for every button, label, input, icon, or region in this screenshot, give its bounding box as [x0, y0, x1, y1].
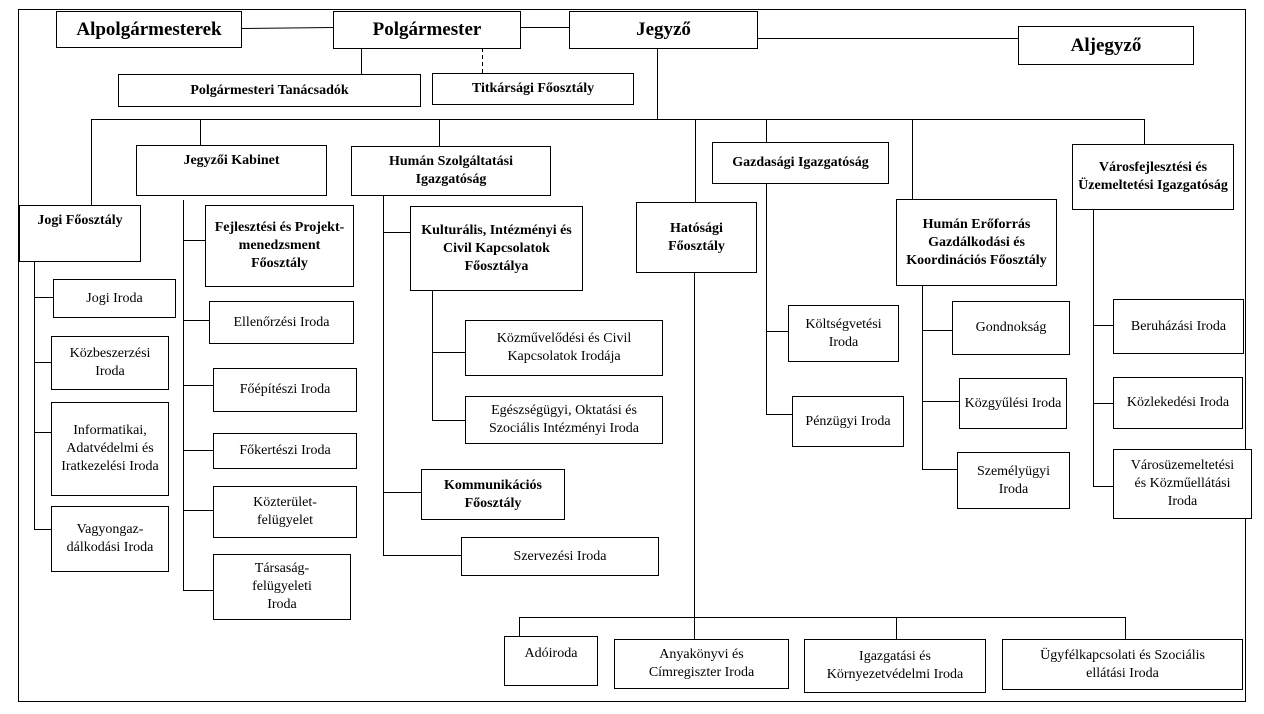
kozterulet-felugyelet-box: Közterület-felügyelet	[213, 486, 357, 538]
jegyzo-box: Jegyző	[569, 11, 758, 49]
gazdasagi-igazgatosag-box: Gazdasági Igazgatóság	[712, 142, 889, 184]
kozlekedesi-iroda-box: Közlekedési Iroda	[1113, 377, 1243, 429]
gondnoksag-box: Gondnokság	[952, 301, 1070, 355]
beruhazasi-iroda-box: Beruházási Iroda	[1113, 299, 1244, 354]
ellenorzesi-iroda-box: Ellenőrzési Iroda	[209, 301, 354, 344]
vagyongazdalkodasi-iroda-box: Vagyongaz-dálkodási Iroda	[51, 506, 169, 572]
hatosagi-foosztaly-box: Hatósági Főosztály	[636, 202, 757, 273]
szervezesi-iroda-box: Szervezési Iroda	[461, 537, 659, 576]
ugyfelkapcsolati-iroda-box: Ügyfélkapcsolati és Szociális ellátási I…	[1002, 639, 1243, 690]
aljegyzo-box: Aljegyző	[1018, 26, 1194, 65]
fejlesztesi-projekt-box: Fejlesztési és Projekt-menedzsment Főosz…	[205, 205, 354, 287]
varosfejlesztesi-box: Városfejlesztési és Üzemeltetési Igazgat…	[1072, 144, 1234, 210]
human-eroforras-box: Humán Erőforrás Gazdálkodási és Koordiná…	[896, 199, 1057, 286]
tarsasag-felugyeleti-iroda-box: Társaság-felügyeleti Iroda	[213, 554, 351, 620]
informatikai-iroda-box: Informatikai, Adatvédelmi és Iratkezelés…	[51, 402, 169, 496]
igazgatasi-iroda-box: Igazgatási és Környezetvédelmi Iroda	[804, 639, 986, 693]
kozmuvelodesi-iroda-box: Közművelődési és Civil Kapcsolatok Irodá…	[465, 320, 663, 376]
polgarmesteri-tanacsadok-box: Polgármesteri Tanácsadók	[118, 74, 421, 107]
fokerteszi-iroda-box: Főkertészi Iroda	[213, 433, 357, 469]
foepiteszi-iroda-box: Főépítészi Iroda	[213, 368, 357, 412]
polgarmester-box: Polgármester	[333, 11, 521, 49]
outer-frame	[18, 9, 1246, 702]
jogi-foosztaly-box: Jogi Főosztály	[19, 205, 141, 262]
koltsegvetesi-iroda-box: Költségvetési Iroda	[788, 305, 899, 362]
anyakonyvi-iroda-box: Anyakönyvi és Címregiszter Iroda	[614, 639, 789, 689]
kozbeszerzesi-iroda-box: Közbeszerzési Iroda	[51, 336, 169, 390]
varosuzemeltetesi-iroda-box: Városüzemeltetési és Közműellátási Iroda	[1113, 449, 1252, 519]
jogi-iroda-box: Jogi Iroda	[53, 279, 176, 318]
jegyzoi-kabinet-box: Jegyzői Kabinet	[136, 145, 327, 196]
penzugyi-iroda-box: Pénzügyi Iroda	[792, 396, 904, 447]
adoiroda-box: Adóiroda	[504, 636, 598, 686]
alpolgarmesterek-box: Alpolgármesterek	[56, 11, 242, 48]
kozgyulesi-iroda-box: Közgyűlési Iroda	[959, 378, 1067, 429]
kommunikacios-foosztaly-box: Kommunikációs Főosztály	[421, 469, 565, 520]
egeszsegugyi-iroda-box: Egészségügyi, Oktatási és Szociális Inté…	[465, 396, 663, 444]
szemelyugyi-iroda-box: Személyügyi Iroda	[957, 452, 1070, 509]
human-szolgaltatasi-box: Humán Szolgáltatási Igazgatóság	[351, 146, 551, 196]
kulturalis-box: Kulturális, Intézményi és Civil Kapcsola…	[410, 206, 583, 291]
titkarsagi-foosztaly-box: Titkársági Főosztály	[432, 73, 634, 105]
